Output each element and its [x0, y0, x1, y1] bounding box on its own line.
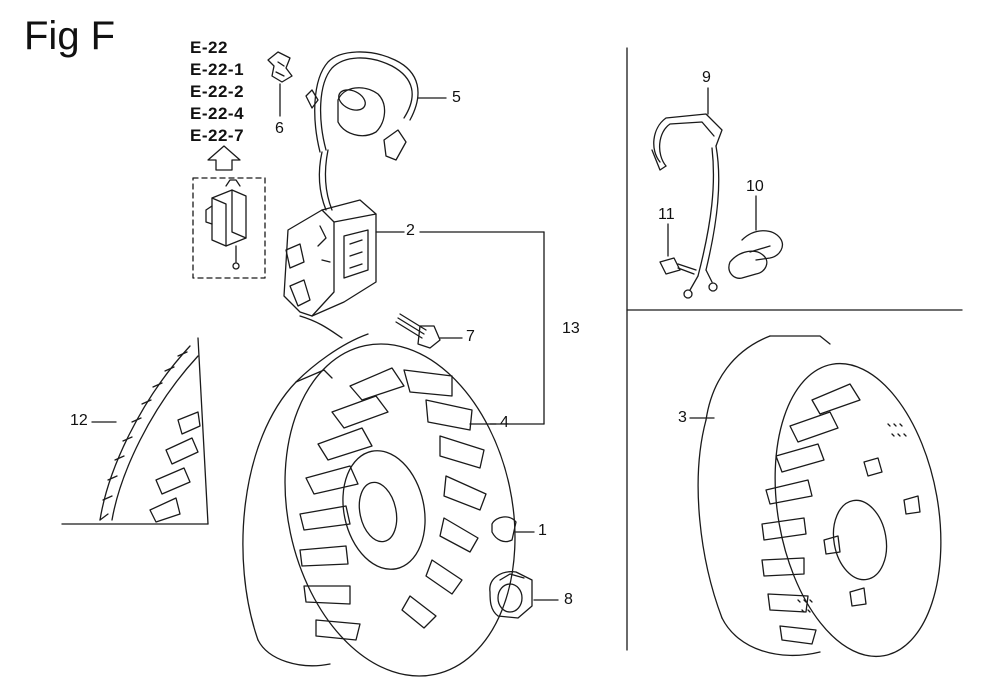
up-arrow-icon [207, 145, 241, 171]
part-10-clips [728, 195, 784, 279]
part-12-ring-gear [61, 337, 209, 525]
part-2-ignition-coil [283, 199, 405, 339]
model-label: E-22-1 [190, 60, 245, 79]
part-1-key [491, 516, 535, 543]
callout-10: 10 [746, 178, 764, 195]
model-label: E-22-4 [190, 104, 245, 123]
callout-4: 4 [500, 414, 509, 431]
bracket-13 [419, 231, 545, 425]
callout-12: 12 [70, 412, 88, 429]
callout-7: 7 [466, 328, 475, 345]
figure-title: Fig F [24, 14, 116, 58]
callout-1: 1 [538, 522, 547, 539]
callout-11: 11 [658, 206, 675, 223]
part-8-nut [489, 571, 559, 619]
callout-2: 2 [406, 222, 415, 239]
callout-3: 3 [678, 409, 687, 426]
callout-6: 6 [275, 120, 284, 137]
part-7-bolt [395, 313, 463, 349]
part-4-flywheel [242, 333, 516, 677]
model-label: E-22 [190, 38, 228, 57]
callout-13: 13 [562, 320, 580, 337]
part-9-wire-harness [651, 87, 723, 299]
callout-8: 8 [564, 591, 573, 608]
part-5-plug-cap [305, 51, 447, 211]
model-label: E-22-2 [190, 82, 245, 101]
part-6-clip [267, 51, 293, 117]
callout-5: 5 [452, 89, 461, 106]
alt-ignition-module-box [192, 177, 266, 279]
part-11-screw [659, 223, 697, 275]
callout-9: 9 [702, 69, 711, 86]
part-3-flywheel [689, 335, 942, 658]
model-label: E-22-7 [190, 126, 245, 145]
